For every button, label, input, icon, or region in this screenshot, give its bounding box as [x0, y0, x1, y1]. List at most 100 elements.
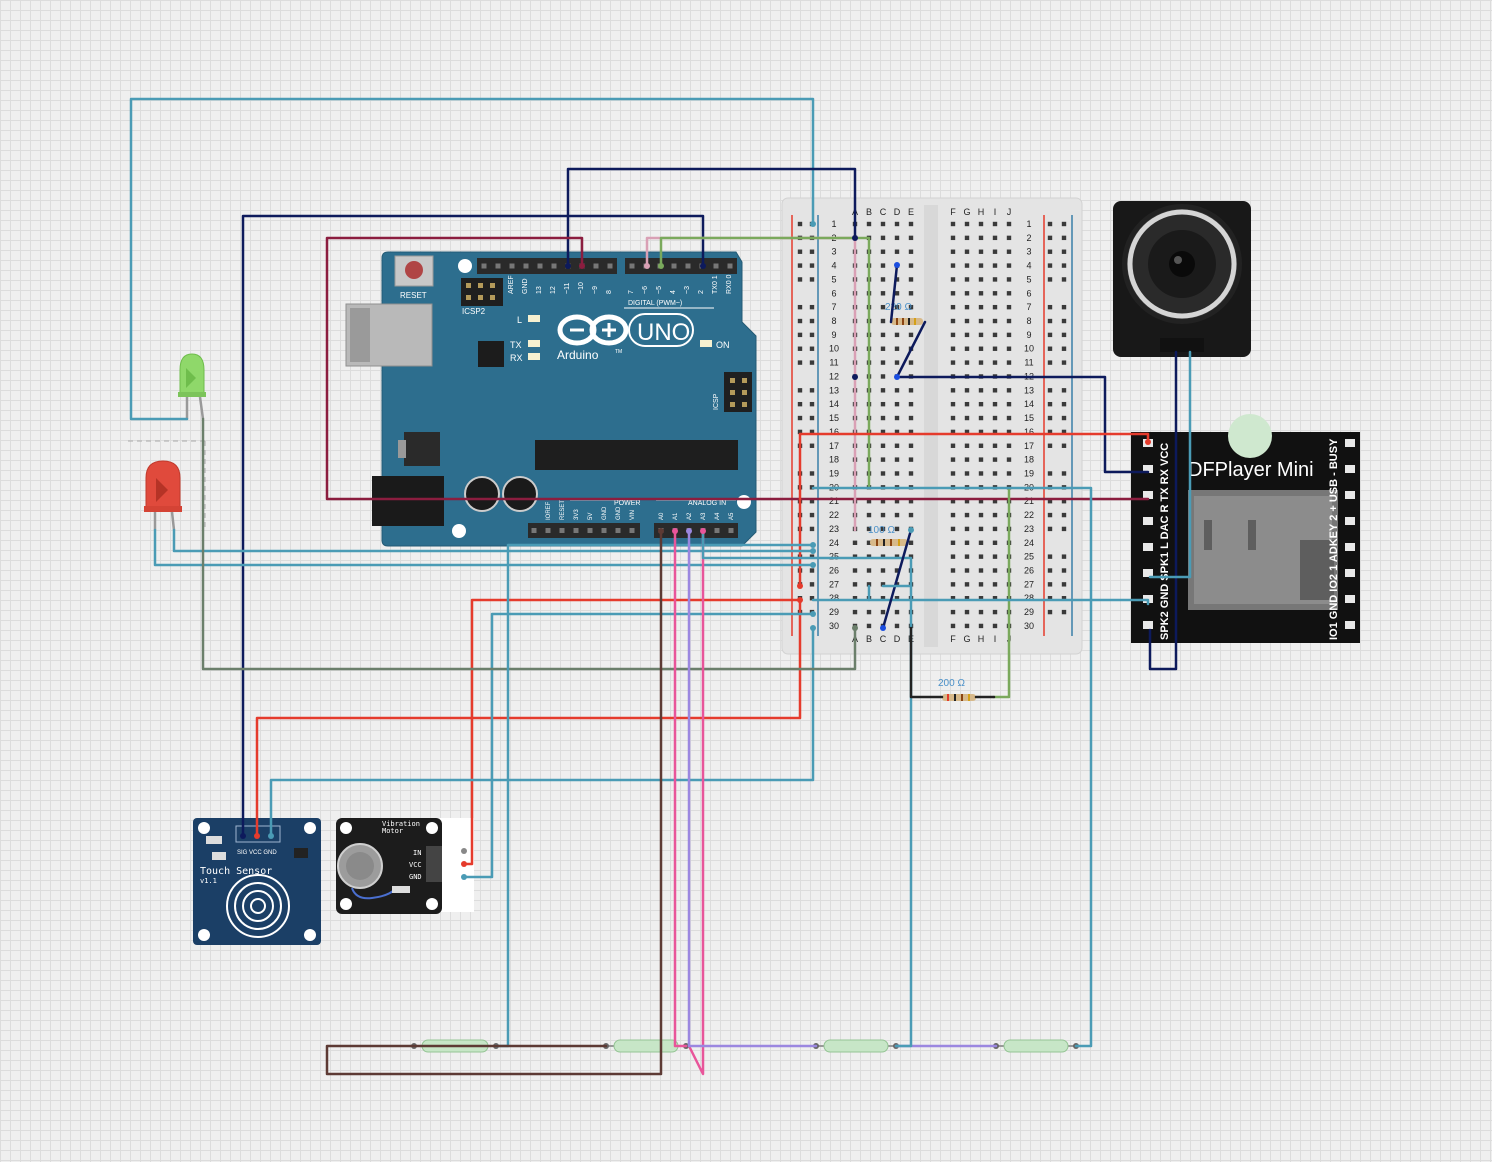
breadboard-hole[interactable]: [908, 512, 914, 518]
breadboard-hole[interactable]: [992, 443, 998, 448]
wire-endpoint[interactable]: [810, 625, 816, 631]
rail-hole[interactable]: [1061, 499, 1067, 504]
rail-hole[interactable]: [1047, 388, 1053, 393]
rail-hole[interactable]: [1061, 332, 1067, 338]
breadboard-hole[interactable]: [894, 512, 900, 518]
breadboard-hole[interactable]: [908, 249, 914, 254]
breadboard-hole[interactable]: [978, 415, 984, 421]
breadboard-hole[interactable]: [978, 429, 984, 435]
breadboard-hole[interactable]: [978, 388, 984, 393]
breadboard-hole[interactable]: [894, 291, 900, 296]
breadboard-hole[interactable]: [964, 526, 970, 532]
rail-hole[interactable]: [797, 249, 803, 254]
breadboard-hole[interactable]: [894, 568, 900, 573]
breadboard-hole[interactable]: [950, 235, 956, 241]
arduino-pin[interactable]: [629, 528, 635, 533]
breadboard-hole[interactable]: [894, 471, 900, 476]
breadboard-hole[interactable]: [1006, 277, 1012, 282]
wire-endpoint[interactable]: [644, 263, 650, 269]
rail-hole[interactable]: [809, 249, 815, 254]
breadboard-hole[interactable]: [880, 457, 886, 462]
breadboard-hole[interactable]: [992, 332, 998, 338]
breadboard-hole[interactable]: [880, 415, 886, 421]
breadboard-hole[interactable]: [978, 582, 984, 587]
wire-endpoint[interactable]: [565, 263, 571, 269]
breadboard-hole[interactable]: [950, 512, 956, 518]
breadboard-hole[interactable]: [978, 554, 984, 559]
breadboard-hole[interactable]: [908, 360, 914, 365]
wire-endpoint[interactable]: [852, 235, 858, 241]
arduino-pin[interactable]: [587, 528, 593, 533]
dfplayer-mini[interactable]: DFPlayer Mini SPK2 GND SPK1 L DAC R TX R…: [1131, 414, 1360, 643]
breadboard-hole[interactable]: [908, 291, 914, 296]
breadboard-hole[interactable]: [894, 304, 900, 310]
wire[interactable]: [1148, 350, 1192, 579]
breadboard-hole[interactable]: [992, 596, 998, 601]
breadboard-hole[interactable]: [880, 582, 886, 587]
rail-hole[interactable]: [1047, 235, 1053, 241]
breadboard-hole[interactable]: [852, 554, 858, 559]
breadboard-hole[interactable]: [992, 623, 998, 629]
wire[interactable]: [241, 214, 705, 838]
rail-hole[interactable]: [809, 346, 815, 351]
breadboard-hole[interactable]: [950, 526, 956, 532]
breadboard-hole[interactable]: [978, 346, 984, 351]
breadboard-hole[interactable]: [894, 596, 900, 601]
breadboard-hole[interactable]: [992, 540, 998, 545]
wire-endpoint[interactable]: [461, 861, 467, 867]
rail-hole[interactable]: [809, 401, 815, 407]
dfplayer-pin[interactable]: [1143, 517, 1153, 525]
rail-hole[interactable]: [1047, 568, 1053, 573]
breadboard-hole[interactable]: [880, 554, 886, 559]
wire-endpoint[interactable]: [579, 263, 585, 269]
rail-hole[interactable]: [809, 568, 815, 573]
arduino-pin[interactable]: [573, 528, 579, 533]
wire[interactable]: [269, 626, 815, 838]
rail-hole[interactable]: [809, 388, 815, 393]
rail-hole[interactable]: [797, 429, 803, 435]
breadboard-hole[interactable]: [950, 332, 956, 338]
wire-endpoint[interactable]: [810, 542, 816, 548]
wire[interactable]: [659, 236, 871, 490]
dfplayer-pin[interactable]: [1143, 543, 1153, 551]
dfplayer-pin[interactable]: [1345, 543, 1355, 551]
breadboard-hole[interactable]: [964, 346, 970, 351]
rail-hole[interactable]: [1061, 568, 1067, 573]
breadboard-hole[interactable]: [1006, 360, 1012, 365]
wire-endpoint[interactable]: [268, 833, 274, 839]
breadboard-hole[interactable]: [978, 568, 984, 573]
rail-hole[interactable]: [809, 499, 815, 504]
rail-hole[interactable]: [1061, 277, 1067, 282]
rail-hole[interactable]: [797, 388, 803, 393]
breadboard-hole[interactable]: [964, 415, 970, 421]
wire-endpoint[interactable]: [1145, 439, 1151, 445]
rail-hole[interactable]: [1047, 596, 1053, 601]
breadboard-hole[interactable]: [950, 443, 956, 448]
breadboard-hole[interactable]: [866, 609, 872, 615]
breadboard-hole[interactable]: [950, 249, 956, 254]
wire-endpoint[interactable]: [894, 374, 900, 380]
wire-endpoint[interactable]: [810, 221, 816, 227]
breadboard-hole[interactable]: [964, 429, 970, 435]
breadboard-hole[interactable]: [880, 512, 886, 518]
breadboard-hole[interactable]: [1006, 401, 1012, 407]
wire[interactable]: [462, 598, 802, 866]
dfplayer-pin[interactable]: [1345, 569, 1355, 577]
breadboard-hole[interactable]: [992, 512, 998, 518]
dfplayer-pin[interactable]: [1143, 465, 1153, 473]
breadboard-hole[interactable]: [964, 512, 970, 518]
wire[interactable]: [889, 263, 899, 324]
breadboard-hole[interactable]: [950, 499, 956, 504]
breadboard-hole[interactable]: [978, 304, 984, 310]
breadboard-hole[interactable]: [992, 429, 998, 435]
dfplayer-pin[interactable]: [1345, 465, 1355, 473]
wire[interactable]: [325, 529, 663, 1076]
rail-hole[interactable]: [809, 263, 815, 268]
rail-hole[interactable]: [809, 443, 815, 448]
breadboard-hole[interactable]: [964, 596, 970, 601]
breadboard-hole[interactable]: [950, 263, 956, 268]
breadboard-hole[interactable]: [894, 221, 900, 227]
rail-hole[interactable]: [809, 304, 815, 310]
